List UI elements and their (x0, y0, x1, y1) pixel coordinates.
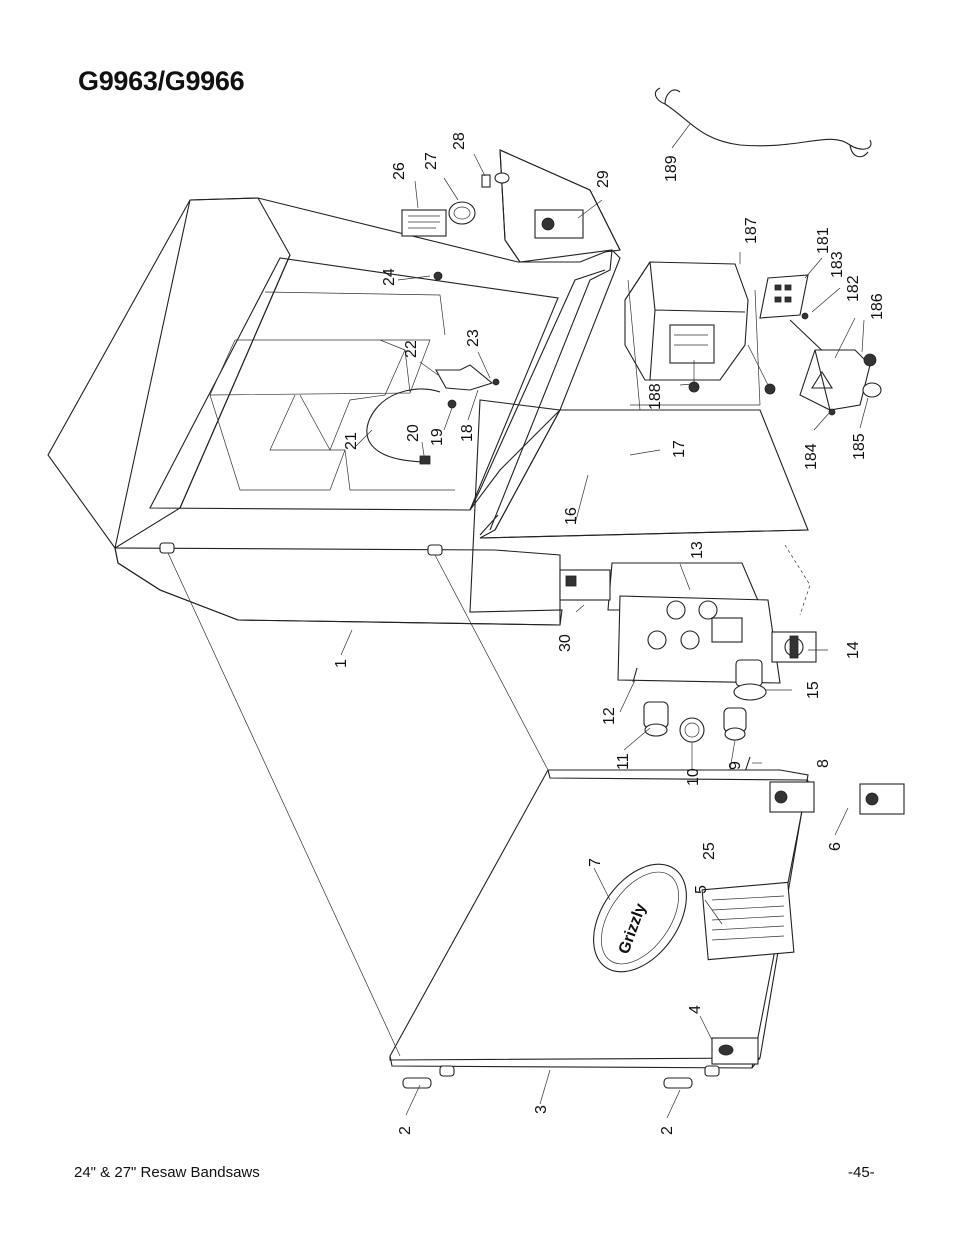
callout-30: 30 (557, 634, 574, 652)
hinge-pin-2b (663, 1065, 720, 1089)
callout-3: 3 (533, 1105, 550, 1114)
leader-lines (340, 123, 869, 1119)
button-10 (679, 717, 705, 743)
callout-187: 187 (743, 217, 760, 244)
label-6 (859, 783, 905, 815)
wire-harness-189 (654, 87, 872, 158)
screw-183 (801, 312, 809, 320)
callout-2b: 2 (659, 1126, 676, 1135)
side-panel (469, 409, 809, 539)
callout-183: 183 (829, 251, 846, 278)
callout-10: 10 (685, 768, 702, 786)
knob-27 (448, 201, 476, 225)
button-11 (643, 701, 669, 737)
callout-16: 16 (563, 507, 580, 525)
callout-186: 186 (869, 293, 886, 320)
button-15 (733, 659, 767, 701)
callout-18: 18 (459, 424, 476, 442)
callout-labels: 1 2 2 3 4 5 6 7 8 9 10 11 12 13 14 15 16… (333, 132, 886, 1135)
callout-188: 188 (647, 383, 664, 410)
cabinet-body (47, 149, 621, 626)
button-9 (723, 707, 747, 741)
callout-189: 189 (663, 155, 680, 182)
callout-2a: 2 (397, 1126, 414, 1135)
callout-13: 13 (689, 541, 706, 559)
callout-12: 12 (601, 707, 618, 725)
callout-15: 15 (805, 681, 822, 699)
page-title: G9963/G9966 (78, 66, 245, 96)
footer-manual-title: 24" & 27" Resaw Bandsaws (74, 1164, 260, 1181)
switch-14 (771, 631, 817, 663)
motor-box-187 (624, 261, 749, 381)
screw-28 (481, 174, 491, 188)
callout-24: 24 (381, 268, 398, 286)
callout-19: 19 (429, 428, 446, 446)
callout-23: 23 (465, 329, 482, 347)
callout-21: 21 (343, 432, 360, 450)
screw-184 (828, 408, 836, 416)
nut-24 (433, 271, 443, 281)
callout-181: 181 (815, 227, 832, 254)
callout-5: 5 (693, 885, 710, 894)
callout-29: 29 (595, 170, 612, 188)
callout-7: 7 (587, 858, 604, 867)
terminal-block-181 (759, 274, 809, 319)
callout-184: 184 (803, 443, 820, 470)
callout-27: 27 (423, 152, 440, 170)
callout-6: 6 (827, 842, 844, 851)
callout-9: 9 (727, 761, 744, 770)
callout-26: 26 (391, 162, 408, 180)
label-5 (701, 881, 795, 961)
callout-182: 182 (845, 275, 862, 302)
callout-28: 28 (451, 132, 468, 150)
callout-1: 1 (333, 659, 350, 668)
callout-20: 20 (405, 424, 422, 442)
hinge-pin-2a (402, 1065, 455, 1089)
grizzly-logo-plate-7: Grizzly (593, 863, 687, 973)
cable-part-21 (366, 388, 441, 463)
callout-25: 25 (701, 842, 718, 860)
callout-4: 4 (687, 1005, 704, 1014)
label-26 (401, 209, 447, 237)
switch-box-186 (799, 349, 877, 411)
callout-8: 8 (815, 759, 832, 768)
screw-19 (447, 399, 457, 409)
callout-11: 11 (615, 753, 632, 770)
bracket-22 (435, 364, 494, 391)
screw-12 (632, 667, 638, 683)
screw-23 (492, 378, 500, 386)
callout-14: 14 (845, 641, 862, 659)
callout-22: 22 (403, 340, 420, 358)
callout-17: 17 (671, 440, 688, 458)
footer-page-number: -45- (848, 1164, 875, 1181)
callout-185: 185 (851, 433, 868, 460)
plug-185 (862, 382, 882, 398)
